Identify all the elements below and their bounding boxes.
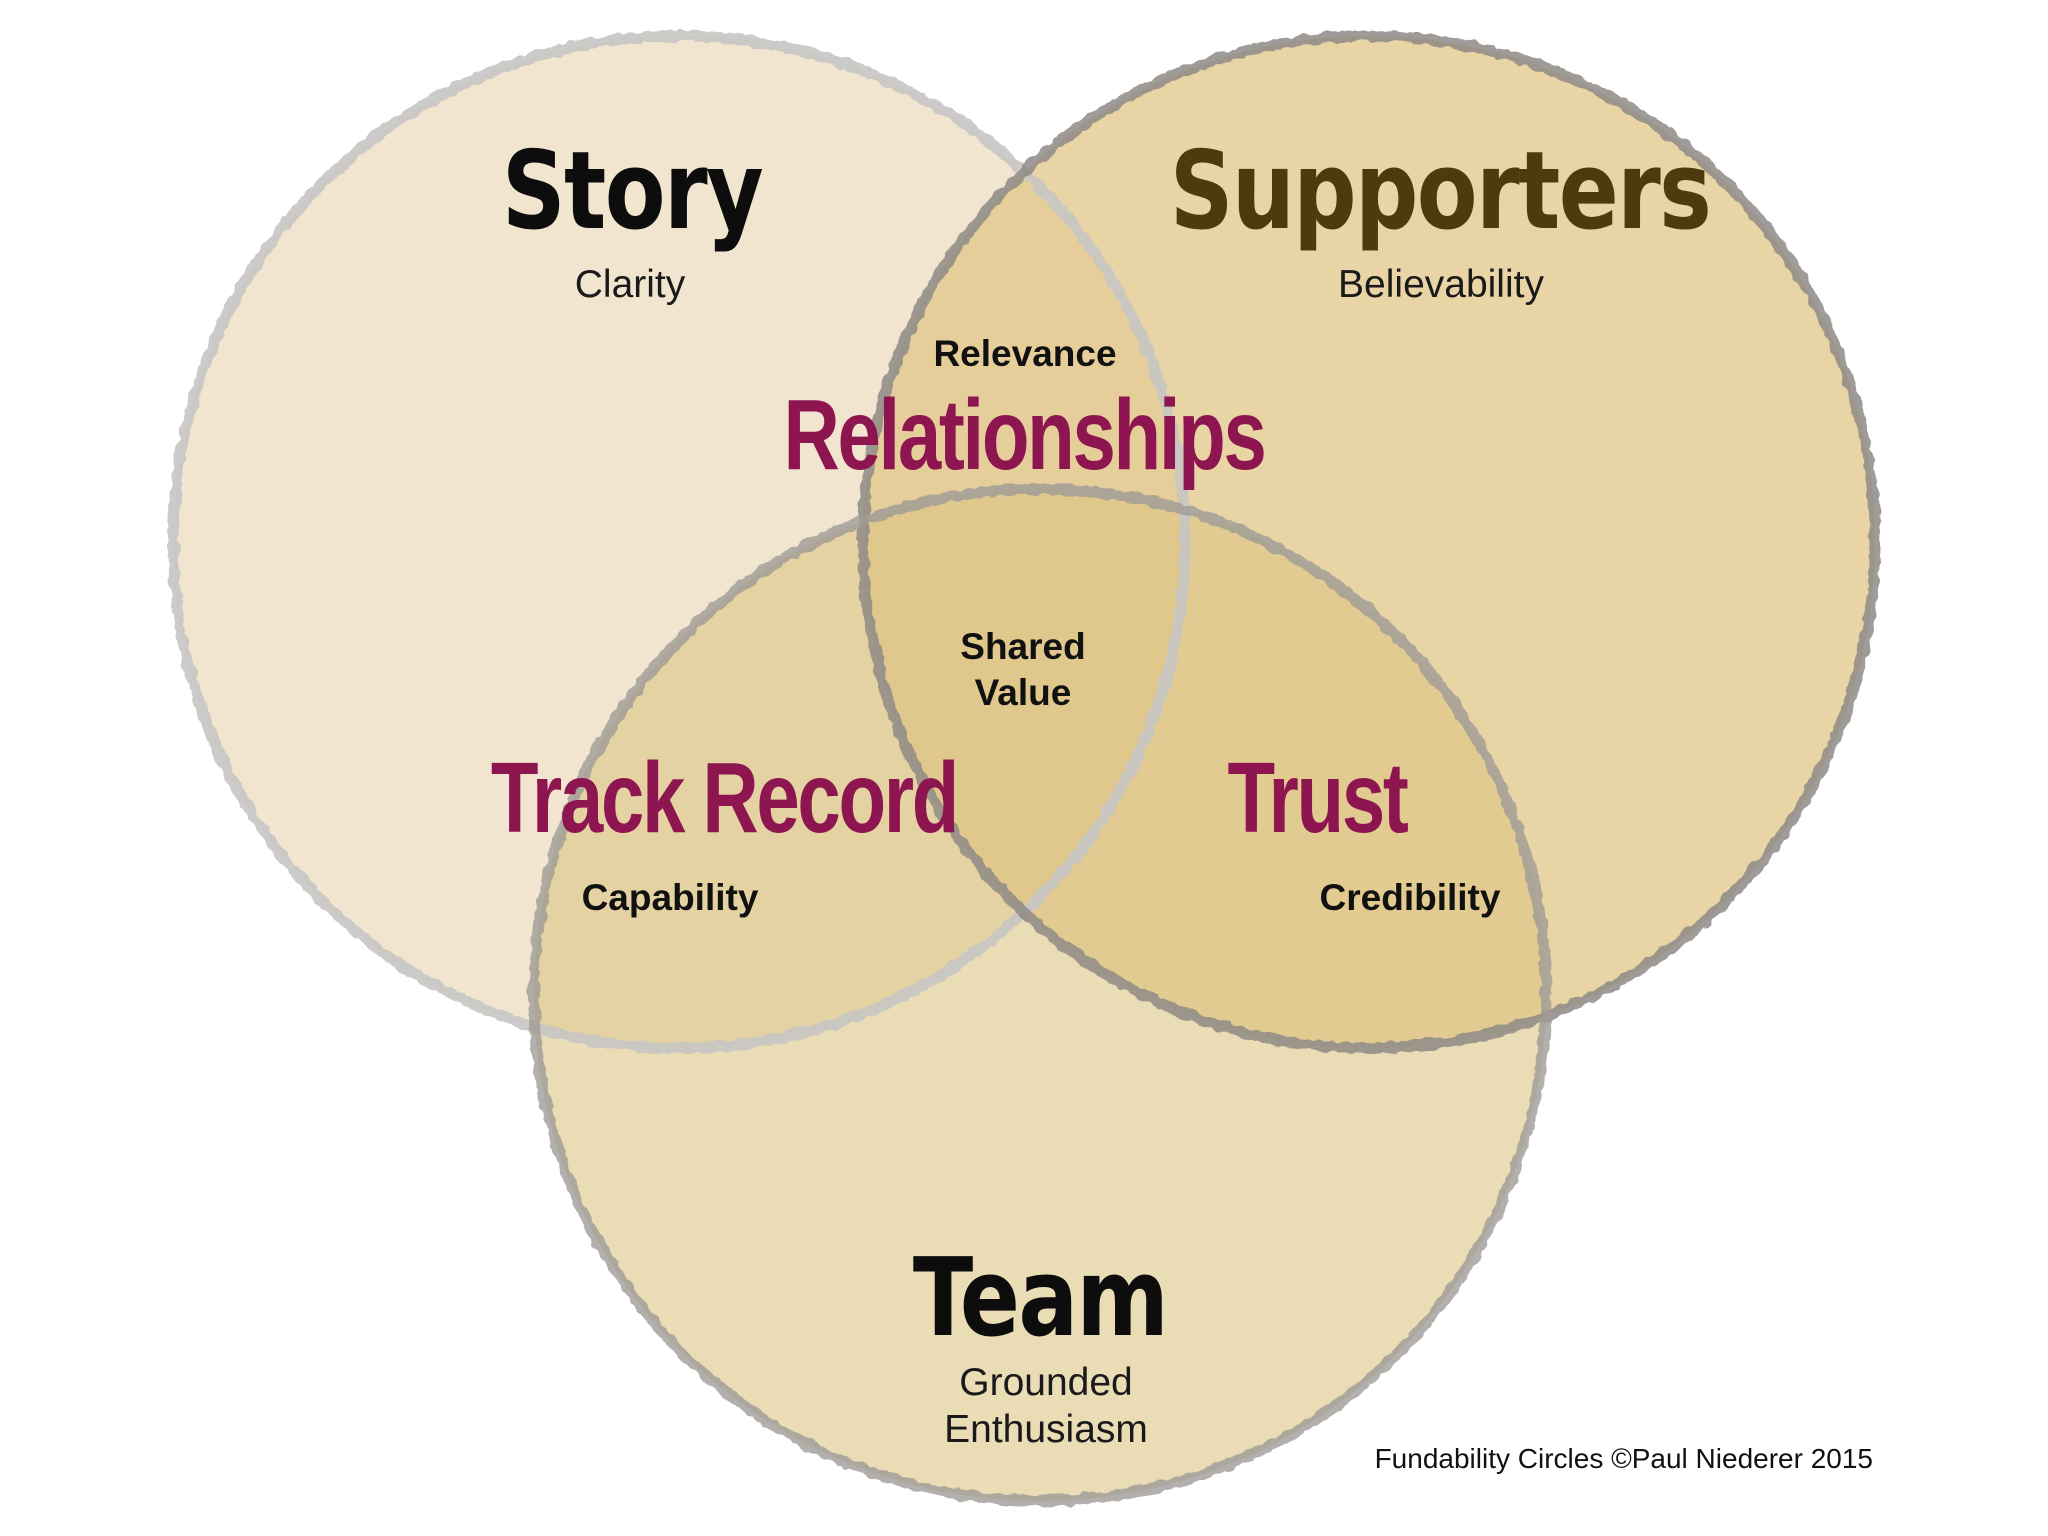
supporters-circle-outline [857,30,1881,1054]
team-subtitle-line-1: Grounded [959,1361,1133,1404]
track-record-label: Track Record [490,742,960,854]
supporters-title: Supporters [1169,129,1712,254]
relationships-label: Relationships [783,379,1266,491]
team-title: Team [912,1236,1169,1361]
capability-label: Capability [581,877,759,918]
team-circle-outline [528,483,1552,1507]
copyright-credit: Fundability Circles ©Paul Niederer 2015 [1374,1443,1873,1474]
supporters-subtitle: Believability [1338,263,1544,306]
shared-value-line-1: Shared [960,626,1086,667]
relevance-label: Relevance [933,333,1117,374]
story-title: Story [501,129,764,254]
story-circle-outline [167,30,1191,1054]
team-subtitle-line-2: Enthusiasm [944,1407,1148,1451]
trust-label: Trust [1227,742,1409,854]
shared-value-line-2: Value [974,672,1072,714]
story-subtitle: Clarity [574,263,686,306]
credibility-label: Credibility [1319,877,1501,918]
shared-value-label: Shared Value [960,624,1085,717]
circle-outlines [167,30,1881,1507]
team-subtitle: Grounded Enthusiasm [944,1360,1148,1454]
team-circle-fill [534,489,1546,1501]
